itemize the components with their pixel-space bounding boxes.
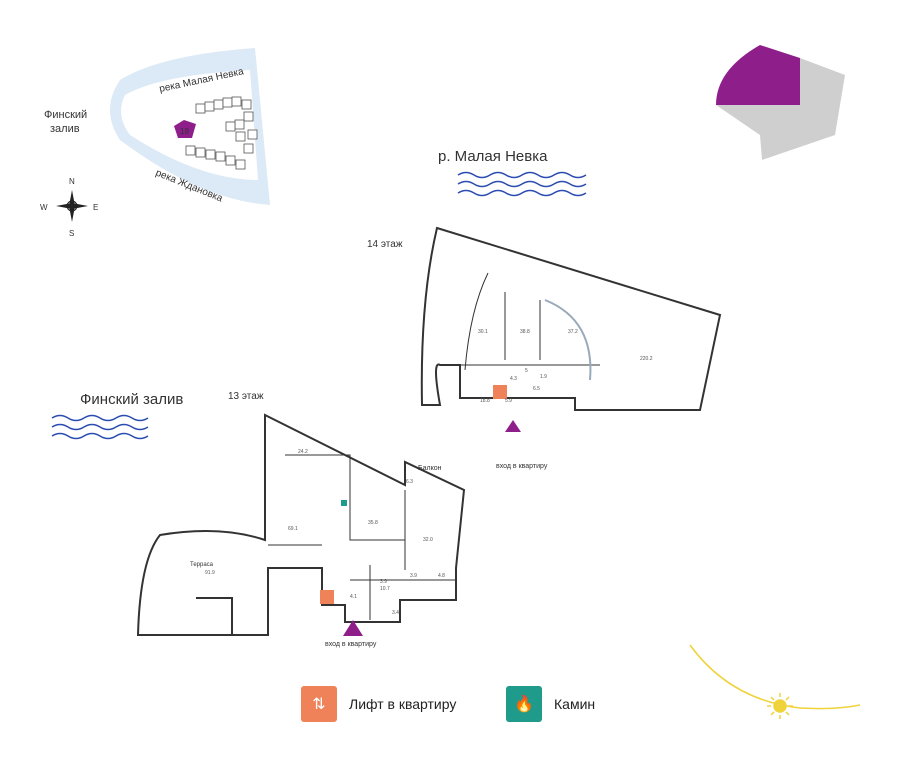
floor13-lift-icon bbox=[320, 590, 334, 604]
site-bay-label-1: Финский bbox=[44, 109, 87, 121]
room-area-label: 4.1 bbox=[350, 594, 357, 600]
legend-lift-label: Лифт в квартиру bbox=[349, 696, 457, 712]
floor14-entry-label: вход в квартиру bbox=[496, 463, 548, 470]
river-title: р. Малая Невка bbox=[438, 148, 548, 165]
highlight-building bbox=[174, 120, 196, 138]
room-area-label: 5.9 bbox=[505, 398, 512, 404]
fireplace-icon: 🔥 bbox=[506, 686, 542, 722]
room-area-label: 4.3 bbox=[510, 376, 517, 382]
terrace-label: Терраса bbox=[190, 562, 214, 568]
site-bay-label-2: залив bbox=[50, 123, 80, 135]
svg-text:S: S bbox=[69, 229, 74, 238]
room-area-label: 5 bbox=[525, 368, 528, 374]
legend-fireplace: 🔥 Камин bbox=[506, 686, 595, 722]
floor13-label: 13 этаж bbox=[228, 391, 264, 402]
compass-icon: N S E W bbox=[40, 177, 98, 238]
floor14-plan bbox=[420, 226, 722, 411]
room-area-label: 6.3 bbox=[406, 479, 413, 485]
floor13-fireplace-icon bbox=[341, 500, 347, 506]
svg-text:W: W bbox=[40, 203, 48, 212]
room-area-label: 18.8 bbox=[480, 398, 490, 404]
building-shape-icon bbox=[716, 58, 845, 160]
floor14-entry-marker bbox=[505, 420, 521, 432]
sun-icon bbox=[767, 693, 793, 719]
floor13-entry-marker bbox=[343, 620, 363, 636]
room-area-label: 220.2 bbox=[640, 356, 653, 362]
room-area-label: 32.0 bbox=[423, 537, 433, 543]
room-area-label: 30.1 bbox=[478, 329, 488, 335]
room-area-label: 3.4 bbox=[392, 610, 399, 616]
floor14-label: 14 этаж bbox=[367, 239, 403, 250]
room-area-label: 1.9 bbox=[540, 374, 547, 380]
room-area-label: 6.5 bbox=[533, 386, 540, 392]
floor13-plan bbox=[136, 413, 466, 636]
room-area-label: 37.2 bbox=[568, 329, 578, 335]
room-area-label: 10.7 bbox=[380, 586, 390, 592]
room-area-label: 69.1 bbox=[288, 526, 298, 532]
site-buildings bbox=[185, 96, 258, 170]
floor14-room-areas: 30.1 38.8 37.2 220.2 4.3 5 1.96.5 18.8 5.9 bbox=[478, 329, 653, 404]
sun-path bbox=[689, 644, 861, 710]
lift-icon: ⇅ bbox=[301, 686, 337, 722]
room-area-label: 91.9 bbox=[205, 570, 215, 576]
highlight-building-label: 19 bbox=[180, 127, 189, 136]
svg-text:N: N bbox=[69, 177, 75, 186]
legend-fireplace-label: Камин bbox=[554, 696, 596, 712]
room-area-label: 3.9 bbox=[410, 573, 417, 579]
floor13-entry-label: вход в квартиру bbox=[325, 641, 377, 648]
svg-text:E: E bbox=[93, 203, 98, 212]
bay-title: Финский залив bbox=[80, 391, 183, 408]
room-area-label: 24.2 bbox=[298, 449, 308, 455]
room-area-label: 35.8 bbox=[368, 520, 378, 526]
legend-lift: ⇅ Лифт в квартиру bbox=[301, 686, 456, 722]
river-waves-icon bbox=[457, 171, 587, 197]
floor14-lift-icon bbox=[493, 385, 507, 399]
room-area-label: 3.9 bbox=[380, 579, 387, 585]
balcony-label: Балкон bbox=[418, 465, 442, 472]
room-area-label: 38.8 bbox=[520, 329, 530, 335]
room-area-label: 4.8 bbox=[438, 573, 445, 579]
bay-waves-icon bbox=[51, 414, 149, 440]
building-position-icon bbox=[716, 45, 800, 105]
